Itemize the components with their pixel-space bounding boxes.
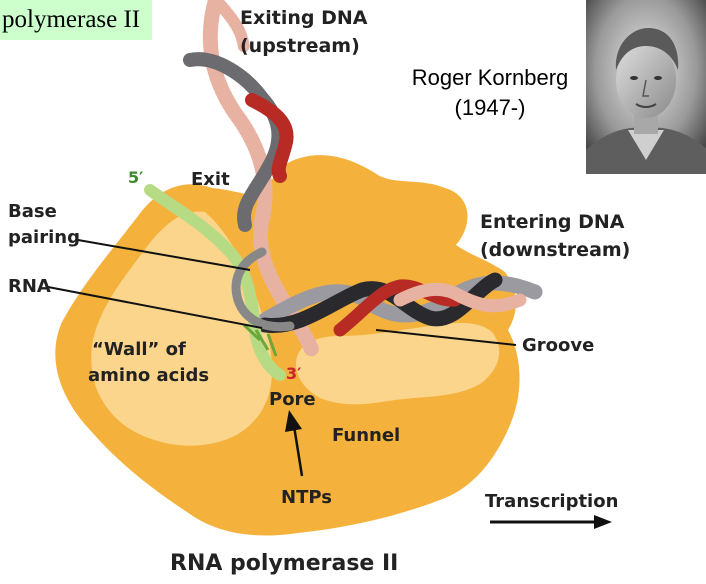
- portrait-photo: [586, 0, 706, 174]
- three-prime-label: 3′: [286, 364, 302, 383]
- rna-base-pair: [266, 333, 278, 357]
- portrait-left-eye: [630, 76, 638, 80]
- entering-dna-helix: [257, 272, 543, 337]
- ntps-arrow-shaft: [292, 425, 304, 477]
- rna-strand: [144, 184, 295, 381]
- wall-region: [91, 211, 272, 446]
- rna-leader: [47, 286, 263, 329]
- person-years: (1947-): [454, 95, 526, 120]
- person-name: Roger Kornberg: [411, 65, 569, 90]
- rna-green-strand: [144, 184, 286, 381]
- base-pairing-sublabel: pairing: [8, 227, 80, 248]
- portrait-right-eye: [654, 76, 662, 80]
- diagram-caption: RNA polymerase II: [170, 551, 399, 576]
- funnel-label: Funnel: [332, 425, 401, 446]
- wall-label: “Wall” of: [92, 339, 186, 360]
- portrait-hair: [615, 28, 679, 70]
- transcription-label: Transcription: [485, 491, 619, 512]
- exiting-dna-pink-upper: [212, 0, 250, 54]
- entering-dna-label: Entering DNA: [480, 211, 625, 233]
- entering-dna-red-strand: [333, 279, 462, 337]
- entering-dna-dark-strand: [257, 272, 503, 334]
- groove-label: Groove: [522, 335, 595, 356]
- portrait-mouth: [635, 103, 657, 108]
- exiting-dna-label: Exiting DNA: [240, 7, 368, 29]
- exit-label: Exit: [191, 169, 230, 190]
- rna-template-loop: [231, 247, 295, 332]
- pore-label: Pore: [269, 389, 316, 410]
- wall-sublabel: amino acids: [88, 365, 210, 386]
- transcription-arrow: [490, 515, 612, 529]
- entering-dna-sublabel: (downstream): [480, 239, 631, 261]
- ntps-arrow: [285, 410, 304, 477]
- exiting-dna-sublabel: (upstream): [240, 35, 360, 57]
- funnel-region: [296, 322, 500, 405]
- five-prime-label: 5′: [128, 168, 144, 187]
- base-pairing-label: Base: [8, 201, 57, 222]
- ntps-arrow-head: [285, 410, 302, 432]
- groove-leader: [375, 329, 517, 346]
- slide-title: polymerase II: [0, 0, 153, 40]
- base-pairing-leader: [77, 239, 251, 271]
- portrait-nose: [642, 79, 649, 97]
- transcription-arrow-head: [594, 515, 612, 529]
- rna-label: RNA: [8, 276, 51, 297]
- rna-base-pair: [254, 329, 270, 351]
- portrait-collar: [628, 130, 664, 160]
- ntps-label: NTPs: [281, 487, 332, 508]
- entering-dna-pink-strand: [393, 282, 527, 313]
- exiting-dna-red-strand: [245, 93, 294, 183]
- rna-base-pair: [242, 323, 262, 342]
